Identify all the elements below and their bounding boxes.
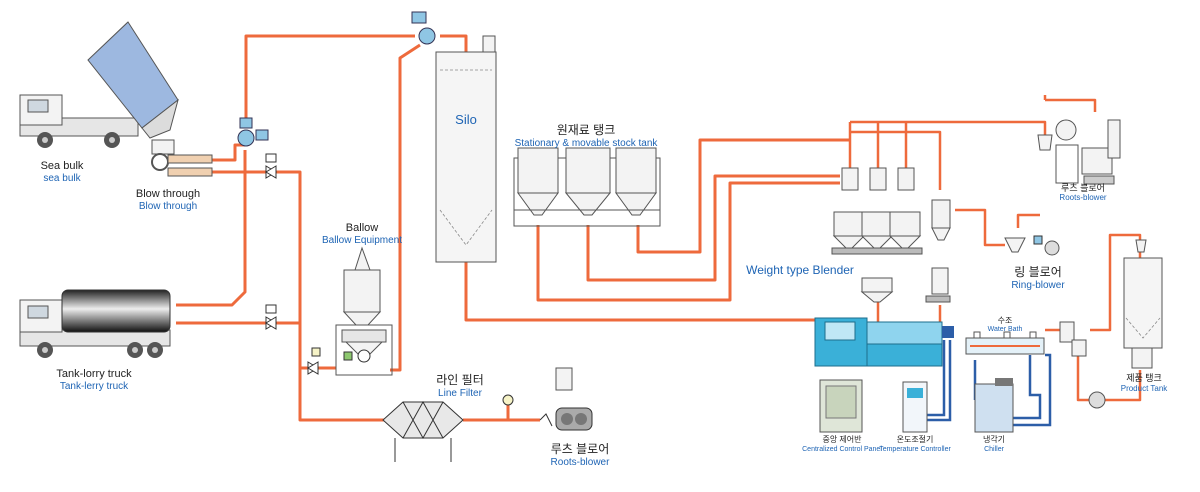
pipe-valves [265,153,319,375]
temperature-controller [902,381,928,433]
stock-tanks [513,147,661,227]
stock-tank-en-label: Stationary & movable stock tank [514,138,658,149]
silo [435,35,497,263]
roots-blower-en-label: Roots-blower [550,457,610,468]
pipe-network [176,34,1142,422]
centralized-control-panel [819,379,863,433]
blow-through-en-label: Blow through [138,201,198,212]
roots-blower2-ko-label: 루츠 블로어 [1061,183,1105,193]
sea-bulk-en-label: sea bulk [43,173,81,184]
blow-through-label: Blow through [135,188,201,200]
tank-lorry-truck [19,289,171,358]
temp-controller-en-label: Temperature Controller [879,446,951,453]
sea-bulk-label: Sea bulk [40,160,84,172]
line-filter-en-label: Line Filter [438,388,482,399]
chiller [974,378,1014,433]
ballow-equipment [311,246,393,376]
top-diverter-valve [411,11,436,45]
tank-lorry-en-label: Tank-lerry truck [59,381,129,392]
product-tank-ko-label: 제품 탱크 [1126,373,1162,383]
product-tank-en-label: Product Tank [1120,384,1168,393]
product-tank [1123,239,1163,369]
chiller-ko-label: 냉각기 [982,435,1006,444]
weight-blender-label: Weight type Blender [746,263,854,277]
ballow-en-label: Ballow Equipment [321,235,403,246]
diverter-valve [237,117,269,147]
line-filter-ko-label: 라인 필터 [436,373,484,387]
pelletizer [1059,321,1087,357]
ring-blower-en-label: Ring-blower [1011,280,1065,291]
cooling-lines [925,340,1052,427]
tank-lorry-label: Tank-lorry truck [56,368,132,380]
water-bath [965,331,1045,355]
roots-blower-top-right [1037,119,1121,185]
water-bath-ko-label: 수조 [997,316,1013,325]
weight-blender [831,167,951,303]
ring-blower-ko-label: 링 블로어 [1014,265,1062,279]
roots-blower2-en-label: Roots-blower [1059,193,1107,202]
roots-blower-bottom [539,367,593,431]
extruder [814,317,954,367]
roots-blower-ko-label: 루츠 블로어 [550,442,610,456]
ring-blower [1004,235,1060,256]
ballow-label: Ballow [345,222,379,234]
control-panel-ko-label: 중앙 제어반 [822,435,862,444]
product-blower [1088,391,1106,409]
silo-label: Silo [455,112,477,127]
line-filter [382,394,514,462]
water-bath-en-label: Water Bath [987,326,1023,333]
stock-tank-ko-label: 원재료 탱크 [556,123,616,137]
control-panel-en-label: Centralized Control Panel [802,446,882,453]
temp-controller-ko-label: 온도조절기 [896,435,934,444]
sea-bulk-truck [19,21,213,177]
chiller-en-label: Chiller [984,446,1004,453]
